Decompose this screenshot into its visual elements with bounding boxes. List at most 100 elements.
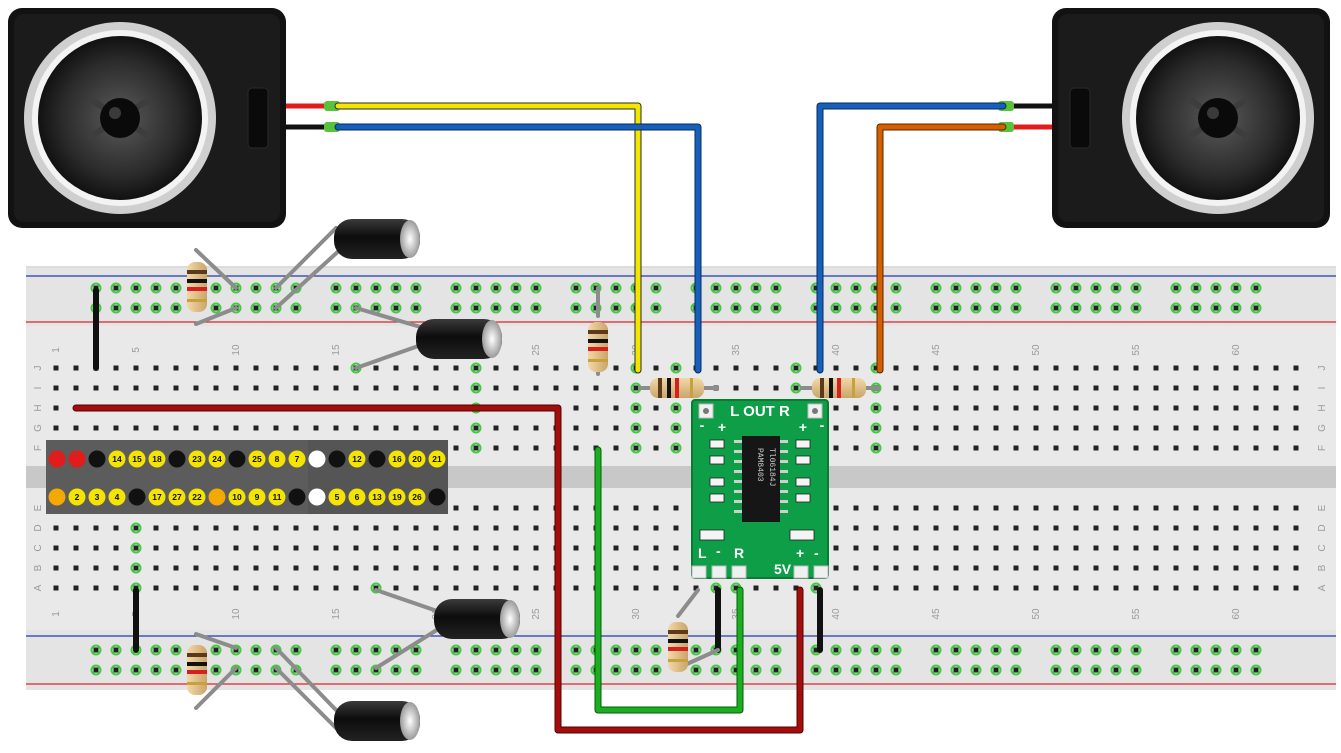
capacitor-2 — [416, 319, 502, 359]
rail-hole — [1213, 285, 1219, 291]
gpio-pin — [108, 488, 126, 506]
hole — [553, 385, 559, 391]
rail-hole — [833, 285, 839, 291]
hole — [1053, 545, 1059, 551]
column-number: 50 — [1031, 344, 1042, 356]
hole — [993, 445, 999, 451]
rail-hole — [1093, 667, 1099, 673]
hole — [1173, 505, 1179, 511]
rail-hole — [173, 305, 179, 311]
rail-hole — [213, 667, 219, 673]
amp-power-label: 5V — [774, 561, 792, 577]
hole — [113, 525, 119, 531]
hole — [613, 445, 619, 451]
hole — [973, 545, 979, 551]
hole — [453, 565, 459, 571]
hole — [1033, 425, 1039, 431]
hole — [1073, 425, 1079, 431]
gpio-pin — [288, 488, 306, 506]
rail-hole — [473, 305, 479, 311]
hole — [873, 545, 879, 551]
row-letter: F — [33, 445, 44, 451]
hole — [1173, 425, 1179, 431]
rail-hole — [933, 647, 939, 653]
hole — [673, 365, 679, 371]
hole — [133, 425, 139, 431]
hole — [1013, 445, 1019, 451]
hole — [93, 385, 99, 391]
hole — [913, 365, 919, 371]
gpio-pin-label: 20 — [412, 454, 422, 464]
rail-hole — [1013, 667, 1019, 673]
hole — [1033, 545, 1039, 551]
rail-hole — [173, 667, 179, 673]
hole — [273, 525, 279, 531]
hole — [73, 425, 79, 431]
rail-hole — [733, 285, 739, 291]
hole — [613, 405, 619, 411]
gpio-pin — [348, 450, 366, 468]
rail-hole — [93, 667, 99, 673]
rail-hole — [733, 647, 739, 653]
hole — [1253, 365, 1259, 371]
gpio-pin — [128, 488, 146, 506]
hole — [113, 385, 119, 391]
hole — [613, 505, 619, 511]
hole — [53, 525, 59, 531]
rail-hole — [993, 647, 999, 653]
gpio-pin-label: 15 — [132, 454, 142, 464]
hole — [353, 425, 359, 431]
gpio-pin-label: 6 — [355, 492, 360, 502]
hole — [933, 565, 939, 571]
hole — [253, 565, 259, 571]
rail-hole — [113, 667, 119, 673]
hole — [613, 545, 619, 551]
hole — [513, 565, 519, 571]
hole — [333, 425, 339, 431]
hole — [53, 565, 59, 571]
gpio-pin — [408, 488, 426, 506]
hole — [733, 585, 739, 591]
hole — [93, 565, 99, 571]
gpio-pin-label: 17 — [152, 492, 162, 502]
column-number: 15 — [331, 608, 342, 620]
hole — [533, 385, 539, 391]
hole — [1073, 365, 1079, 371]
rail-hole — [1053, 647, 1059, 653]
hole — [593, 405, 599, 411]
gpio-pin-label: 12 — [352, 454, 362, 464]
hole — [1133, 545, 1139, 551]
amp-power-plus: + — [796, 545, 804, 561]
rail-hole — [393, 647, 399, 653]
hole — [933, 425, 939, 431]
hole — [293, 585, 299, 591]
capacitor-4 — [334, 701, 420, 741]
rail-hole — [473, 647, 479, 653]
hole — [1193, 565, 1199, 571]
hole — [593, 425, 599, 431]
hole — [553, 365, 559, 371]
hole — [1153, 425, 1159, 431]
hole — [253, 365, 259, 371]
hole — [833, 505, 839, 511]
hole — [453, 445, 459, 451]
rail-hole — [1093, 647, 1099, 653]
hole — [893, 585, 899, 591]
gpio-pin — [328, 450, 346, 468]
rail-hole — [813, 305, 819, 311]
hole — [353, 565, 359, 571]
rail-hole — [573, 285, 579, 291]
hole — [1193, 445, 1199, 451]
hole — [73, 545, 79, 551]
gpio-pin-label: 18 — [152, 454, 162, 464]
hole — [1273, 545, 1279, 551]
hole — [493, 425, 499, 431]
rail-hole — [853, 667, 859, 673]
hole — [273, 545, 279, 551]
hole — [1273, 565, 1279, 571]
hole — [293, 525, 299, 531]
rail-hole — [953, 667, 959, 673]
gpio-pin — [268, 488, 286, 506]
hole — [1233, 385, 1239, 391]
